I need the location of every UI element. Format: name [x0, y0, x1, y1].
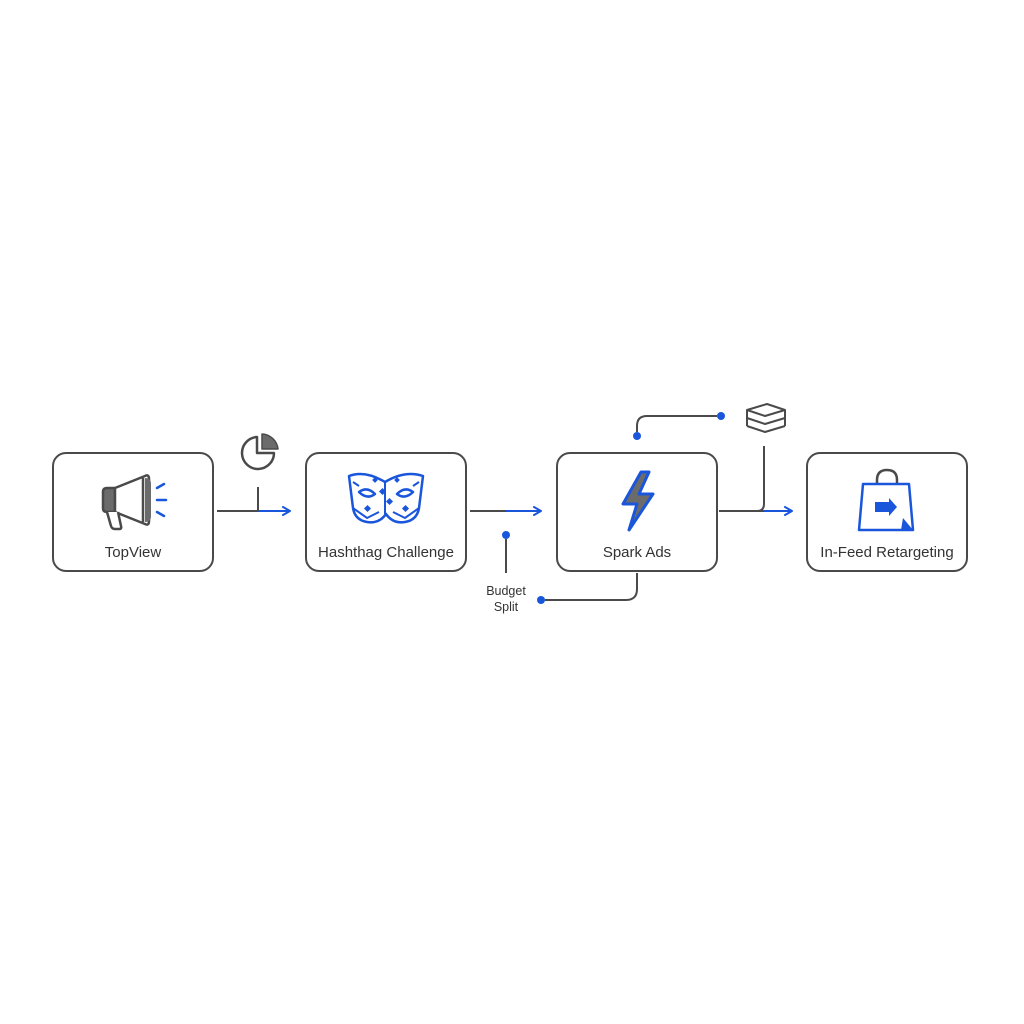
spark-top-connector [633, 412, 725, 440]
node-label: Hashthag Challenge [318, 544, 454, 561]
budget-split-label: Budget Split [466, 583, 546, 615]
shopping-bag-icon [857, 468, 915, 532]
node-label: In-Feed Retargeting [820, 544, 954, 561]
megaphone-icon [101, 474, 168, 531]
arrow-spark-to-infeed [719, 446, 793, 516]
mask-icon [347, 472, 425, 524]
node-label: TopView [104, 544, 162, 561]
layers-icon [746, 403, 786, 433]
node-infeed-retargeting: In-Feed Retargeting [806, 452, 968, 572]
arrow-topview-to-hashtag [217, 487, 291, 516]
lightning-bolt-icon [621, 470, 655, 532]
node-label: Spark Ads [602, 544, 672, 561]
pie-chart-icon [240, 433, 279, 471]
node-hashtag-challenge: Hashthag Challenge [305, 452, 467, 572]
budget-split-line2: Split [493, 600, 519, 614]
budget-split-connector [502, 531, 638, 604]
node-topview: TopView [52, 452, 214, 572]
node-spark-ads: Spark Ads [556, 452, 718, 572]
budget-split-line1: Budget [486, 584, 526, 598]
